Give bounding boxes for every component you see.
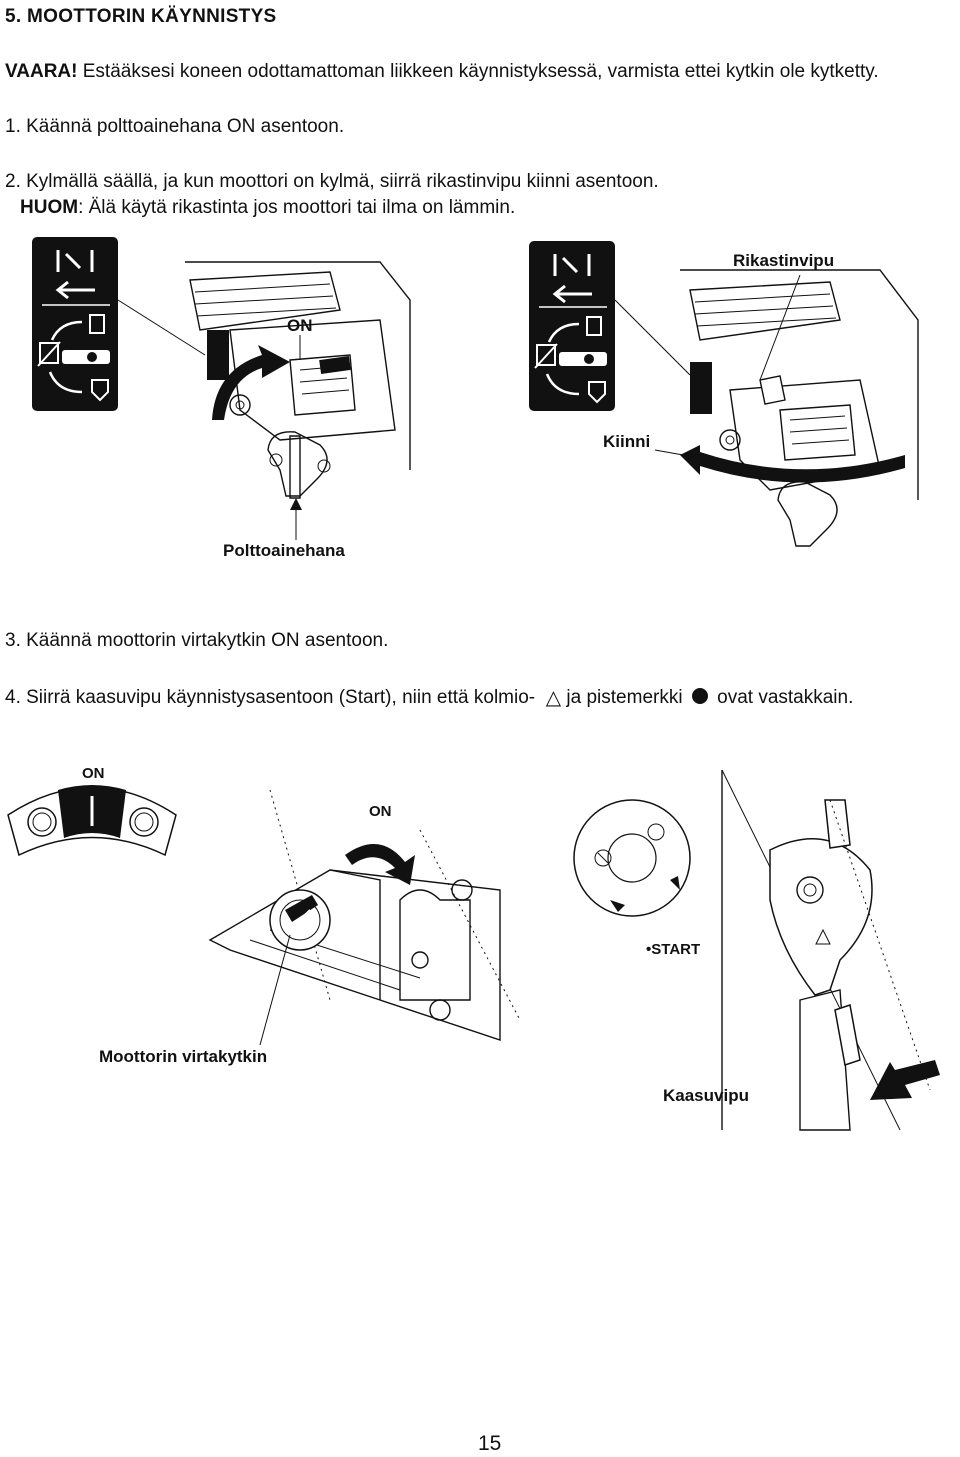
step-4-text-a: 4. Siirrä kaasuvipu käynnistysasentoon (…	[5, 687, 536, 708]
step-4-text-b: ja pistemerkki	[566, 687, 683, 708]
step-1: 1. Käännä polttoainehana ON asentoon.	[5, 116, 345, 137]
start-text: START	[651, 941, 701, 958]
leader-line-closed	[654, 449, 701, 459]
warning-text: Estääksesi koneen odottamattoman liikkee…	[77, 61, 879, 82]
ignition-switch-label: Moottorin virtakytkin	[99, 1047, 268, 1066]
fuel-valve-label: Polttoainehana	[223, 541, 345, 560]
note-paragraph: HUOM: Älä käytä rikastinta jos moottori …	[20, 197, 515, 219]
warning-paragraph: VAARA! Estääksesi koneen odottamattoman …	[5, 61, 879, 83]
fuel-choke-decal-left	[32, 237, 118, 411]
dot-mark-icon	[691, 688, 708, 704]
engine-illustration-switch	[208, 789, 521, 1041]
on-label-figure1: ON	[287, 316, 313, 335]
on-label-figure2-arrow: ON	[369, 803, 392, 820]
fuel-choke-decal-right	[529, 241, 615, 411]
section-title: 5. MOOTTORIN KÄYNNISTYS	[5, 6, 277, 27]
step-2: 2. Kylmällä säällä, ja kun moottori on k…	[5, 171, 659, 192]
warning-label: VAARA!	[5, 61, 78, 82]
leader-line-switch	[259, 934, 291, 1046]
engine-illustration-right	[680, 269, 919, 547]
start-label: •START	[646, 941, 700, 958]
engine-illustration-left	[185, 261, 411, 499]
page-number: 15	[478, 1432, 502, 1455]
closed-label: Kiinni	[603, 432, 651, 451]
leader-line-decal	[117, 299, 206, 356]
leader-line-decal-right	[614, 299, 691, 376]
arrowhead-fuel-valve	[290, 498, 302, 510]
triangle-mark-icon: △	[545, 687, 562, 709]
on-label-figure2-top: ON	[82, 765, 105, 782]
throttle-lever-illustration	[721, 769, 940, 1131]
note-label: HUOM	[20, 197, 79, 218]
note-text: : Älä käytä rikastinta jos moottori tai …	[78, 197, 516, 218]
step-3: 3. Käännä moottorin virtakytkin ON asent…	[5, 630, 389, 651]
throttle-lever-label: Kaasuvipu	[663, 1086, 749, 1105]
figure-fuel-valve-choke	[32, 237, 919, 547]
start-dot-icon: •	[646, 941, 652, 958]
throttle-dial-icon	[573, 799, 691, 917]
ignition-dial-icon	[7, 785, 177, 857]
choke-lever-label: Rikastinvipu	[733, 251, 835, 270]
step-4-text-c: ovat vastakkain.	[717, 687, 854, 708]
leader-line-choke	[759, 274, 801, 381]
step-4: 4. Siirrä kaasuvipu käynnistysasentoon (…	[5, 685, 853, 710]
